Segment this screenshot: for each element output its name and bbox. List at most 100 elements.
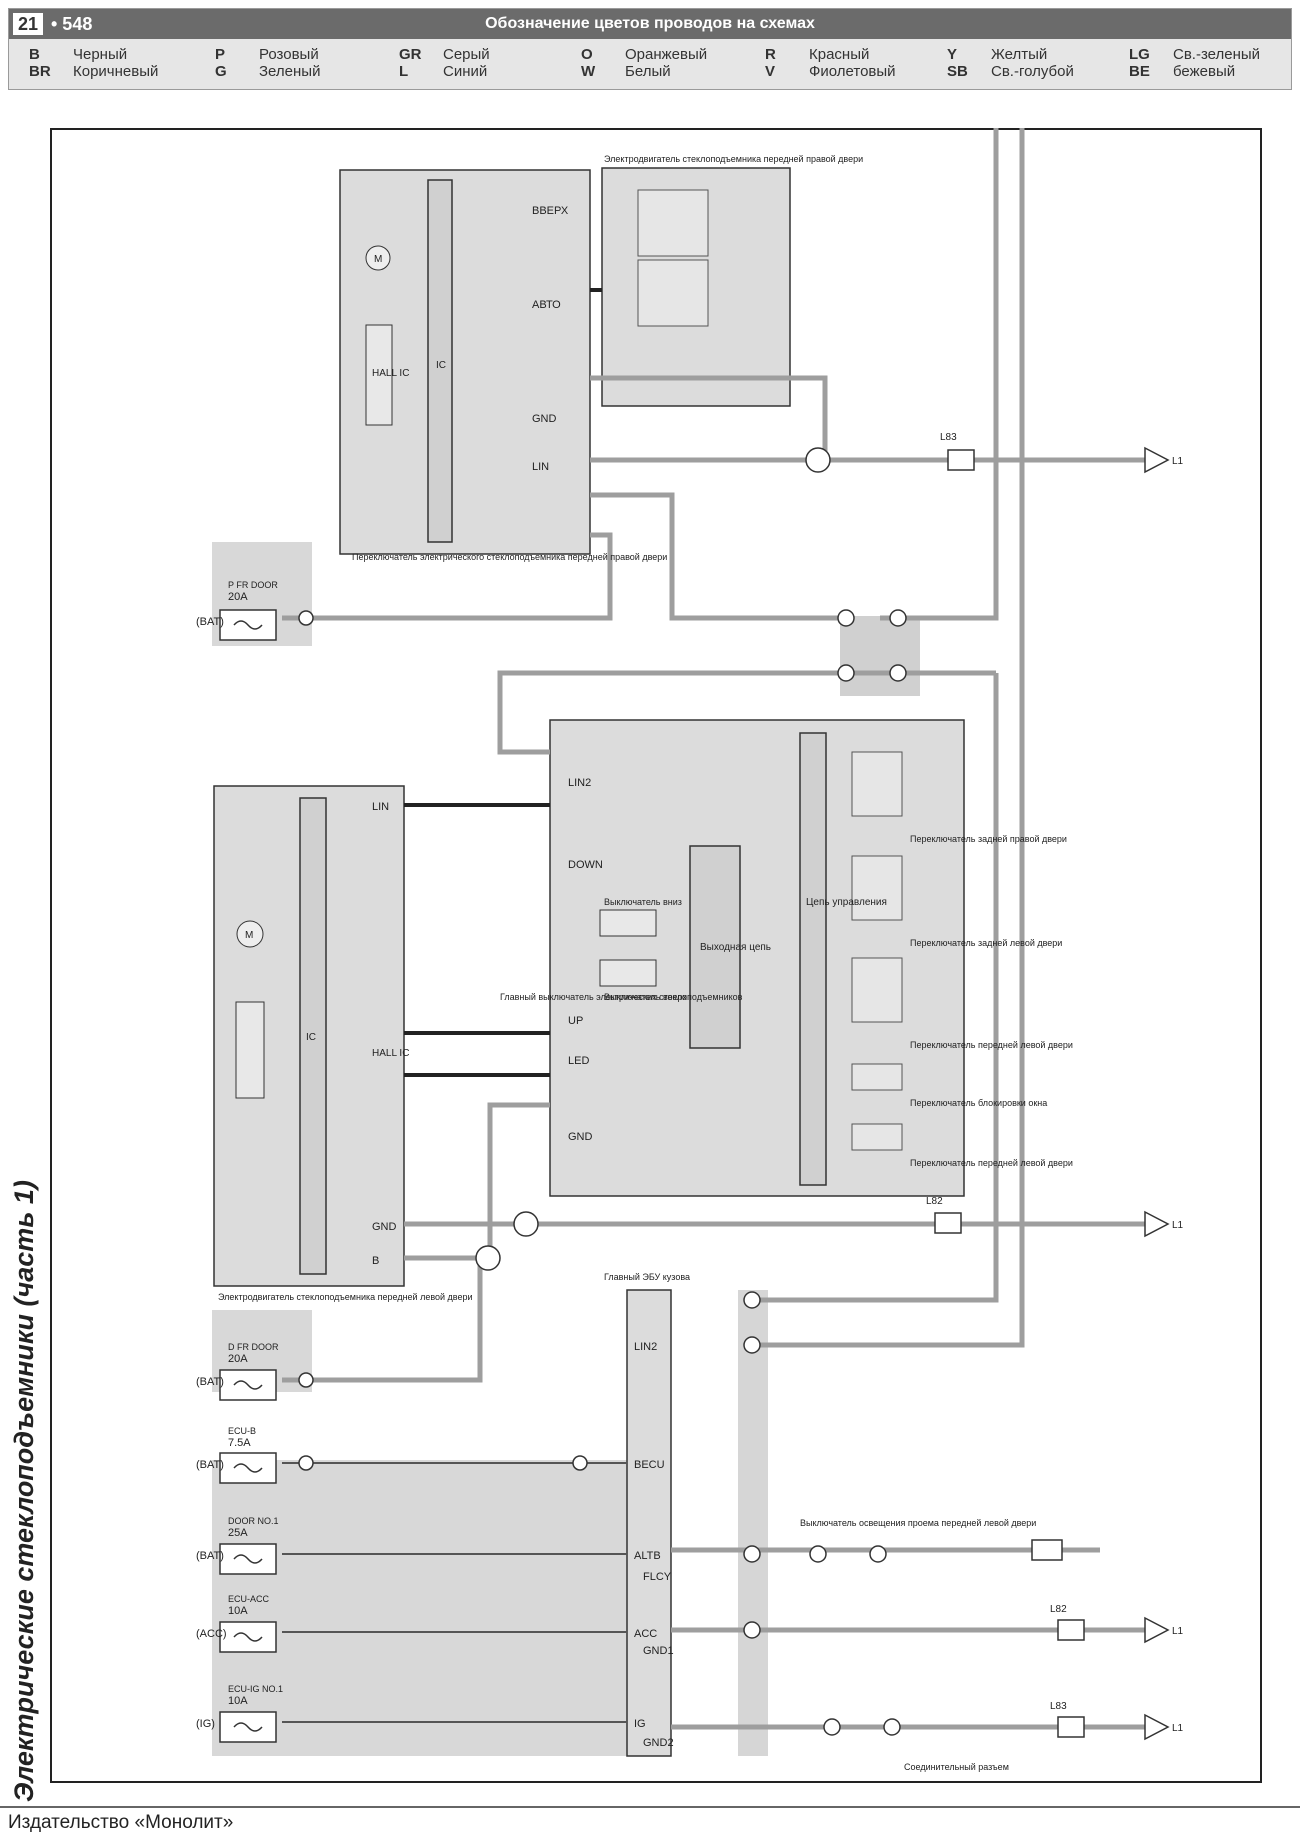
connector-l82 [1057, 1619, 1085, 1641]
switch-bank-label: Переключатель задней правой двери [910, 834, 1067, 844]
fuse-amp: 7.5A [228, 1437, 251, 1449]
pin-gnd-left: GND [372, 1221, 397, 1233]
ground-code: L1 [1172, 1220, 1184, 1231]
fuse-wave [233, 1632, 263, 1642]
joint [823, 1718, 841, 1736]
pin-down: DOWN [568, 859, 603, 871]
joint [837, 609, 855, 627]
connector-label: Соединительный разъем [904, 1762, 1009, 1772]
output-circuit-block [689, 845, 741, 1049]
joint [889, 609, 907, 627]
fuse-wave [233, 1554, 263, 1564]
fuse-amp: 10A [228, 1605, 248, 1617]
wire [750, 673, 999, 1303]
ig-label: (IG) [196, 1718, 215, 1730]
legend-name: Розовый [259, 46, 319, 63]
legend-code: LG [1129, 46, 1150, 63]
fuse-box [219, 609, 277, 641]
legend-code: G [215, 63, 227, 80]
control-circuit-label: Цепь управления [806, 897, 887, 908]
right-motor-label: M [374, 254, 382, 265]
fuse-amp: 10A [228, 1695, 248, 1707]
pin-led: LED [568, 1055, 589, 1067]
control-circuit-block [799, 732, 827, 1186]
legend-name: Коричневый [73, 63, 159, 80]
right-door-motor-label: Переключатель электрического стеклоподъе… [352, 552, 667, 562]
fuse-wave [233, 620, 263, 630]
fuse-symbols [233, 620, 263, 1732]
right-motor-icon [365, 245, 391, 271]
ground-icon [1144, 446, 1170, 474]
thin-wires [282, 1462, 627, 1723]
pin-up: ВВЕРХ [532, 205, 569, 217]
sw-rear-right [851, 751, 903, 817]
legend-name: Фиолетовый [809, 63, 896, 80]
section-title: Электрические стеклоподъемники (часть 1) [9, 1180, 39, 1802]
right-hall-ic [365, 324, 393, 426]
diagram-frame [50, 128, 1262, 1783]
switch-bank-label: Переключатель задней левой двери [910, 938, 1062, 948]
fuse-amp: 25A [228, 1527, 248, 1539]
legend-name: Св.-голубой [991, 63, 1074, 80]
pin-lin2: LIN2 [568, 777, 591, 789]
joint [743, 1545, 761, 1563]
page-number: • 548 [51, 14, 93, 34]
fuse-name: ECU-B [228, 1426, 256, 1436]
switch-down-label: Выключатель вниз [604, 897, 682, 907]
master-switch-label: Главный выключатель электрических стекло… [500, 992, 743, 1002]
fuse-name: D FR DOOR [228, 1342, 279, 1352]
ecu-pin-lin2: LIN2 [634, 1341, 657, 1353]
ecu-pin-flcy: FLCY [643, 1571, 672, 1583]
connector-l83 [1057, 1716, 1085, 1738]
joint [298, 1372, 314, 1388]
switch-down-relay [599, 909, 657, 937]
footer-divider [0, 1806, 1300, 1808]
legend-code: GR [399, 46, 422, 63]
pin-auto: АВТО [532, 299, 561, 311]
right-ic-block [427, 179, 453, 543]
fuse-name: P FR DOOR [228, 580, 278, 590]
legend-name: бежевый [1173, 63, 1236, 80]
left-motor-icon [236, 920, 264, 948]
fuse-box [219, 1369, 277, 1401]
legend-name: Зеленый [259, 63, 321, 80]
switch-contact [637, 259, 709, 327]
fuse-box [219, 1711, 277, 1743]
bat-label: (BAT) [196, 1550, 224, 1562]
fuse-name: ECU-IG NO.1 [228, 1684, 283, 1694]
header-bar: 21 • 548 Обозначение цветов проводов на … [9, 9, 1291, 39]
legend-name: Белый [625, 63, 671, 80]
joint [743, 1291, 761, 1309]
switch-bank-label: Переключатель передней левой двери [910, 1158, 1073, 1168]
bat-label: (BAT) [196, 616, 224, 628]
wire [404, 1102, 550, 1261]
joint [883, 1718, 901, 1736]
legend-code: SB [947, 63, 968, 80]
wire [750, 128, 1025, 1348]
ground-icon [1144, 1616, 1170, 1644]
ground-icon [1144, 1210, 1170, 1238]
ground-icon [1144, 1713, 1170, 1741]
fuse-amp: 20A [228, 591, 248, 603]
ground-symbols [1144, 446, 1170, 1741]
right-hall-ic-label: HALL IC [372, 368, 409, 379]
page-header: 21 • 548 Обозначение цветов проводов на … [8, 8, 1292, 90]
left-hall-ic-label: HALL IC [372, 1048, 409, 1059]
courtesy-switch-label: Выключатель освещения проема передней ле… [800, 1518, 1036, 1528]
connector-code: L83 [1050, 1701, 1067, 1712]
legend-name: Оранжевый [625, 46, 708, 63]
pin-gnd-master: GND [568, 1131, 593, 1143]
ecu-pin-becu: BECU [634, 1459, 665, 1471]
joint [298, 1455, 314, 1471]
chapter-number: 21 [13, 13, 43, 35]
acc-label: (ACC) [196, 1628, 227, 1640]
